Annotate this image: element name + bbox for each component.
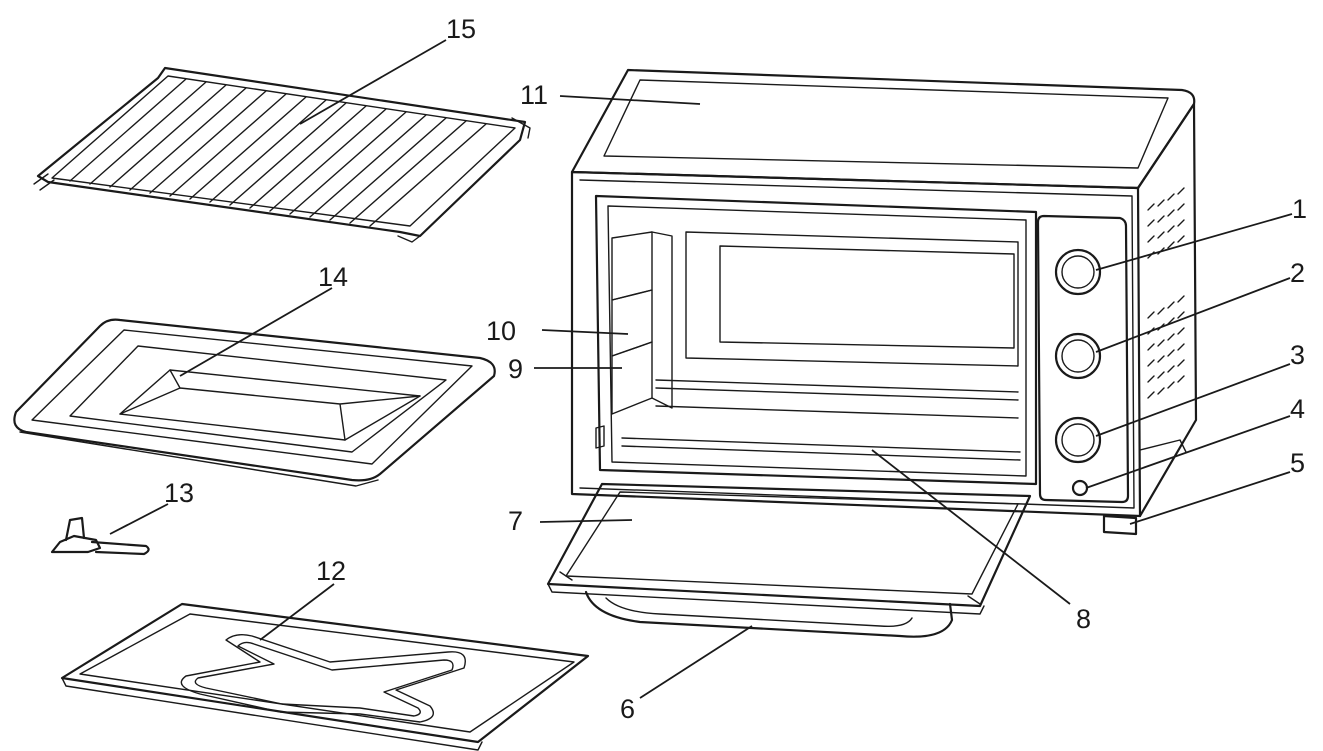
callout-6: 6 <box>620 694 635 724</box>
rack-clip <box>50 516 150 556</box>
callout-1: 1 <box>1292 194 1307 224</box>
indicator-light <box>1071 479 1089 497</box>
callout-5: 5 <box>1290 448 1305 478</box>
wire-rack <box>33 66 531 243</box>
callout-10: 10 <box>486 316 516 346</box>
callout-13: 13 <box>164 478 194 508</box>
oven-door <box>546 482 1032 638</box>
door-handle <box>584 590 954 638</box>
callout-9: 9 <box>508 354 523 384</box>
callout-11: 11 <box>520 80 548 110</box>
leader-lines <box>109 39 1293 699</box>
callout-3: 3 <box>1290 340 1305 370</box>
callout-8: 8 <box>1076 604 1091 634</box>
timer-knob <box>1054 248 1102 296</box>
function-knob <box>1054 332 1102 380</box>
top-cover <box>603 79 1169 169</box>
callout-2: 2 <box>1290 258 1305 288</box>
oven-body <box>570 68 1198 536</box>
callout-labels: 1 2 3 4 5 6 7 8 9 10 11 12 13 14 15 <box>164 14 1307 724</box>
callout-14: 14 <box>318 262 348 292</box>
side-vents <box>1147 187 1185 399</box>
callout-15: 15 <box>446 14 476 44</box>
temperature-knob <box>1054 416 1102 464</box>
callout-12: 12 <box>316 556 346 586</box>
crumb-tray <box>60 602 590 751</box>
callout-7: 7 <box>508 506 523 536</box>
baking-tray <box>13 318 496 487</box>
foot <box>1102 514 1138 536</box>
callout-4: 4 <box>1290 394 1305 424</box>
